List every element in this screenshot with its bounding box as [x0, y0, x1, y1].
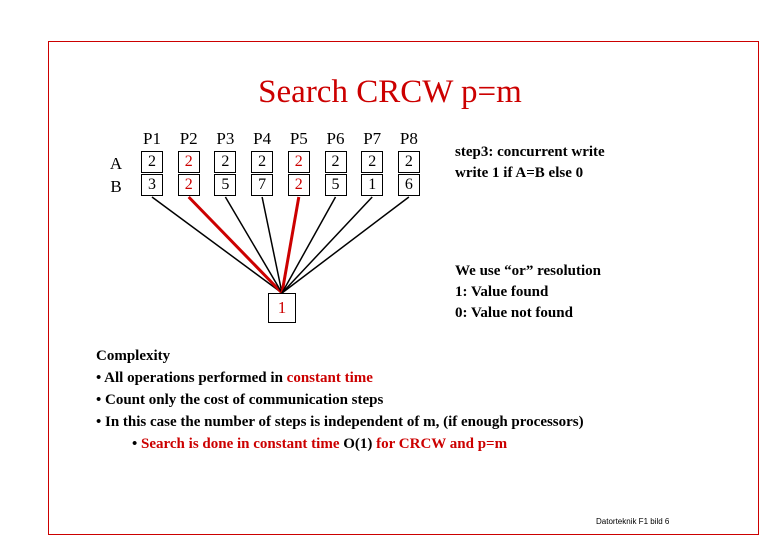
cell-a: 2	[361, 151, 384, 173]
cell-b: 7	[251, 174, 274, 196]
cell-b: 2	[177, 174, 200, 196]
resolution-line: 1: Value found	[455, 284, 549, 300]
write-line	[281, 196, 373, 294]
complexity-text: • All operations performed in	[96, 370, 287, 386]
cell-a: 2	[177, 151, 200, 173]
resolution-line: We use “or” resolution	[455, 263, 601, 279]
write-line	[224, 196, 283, 294]
complexity-heading: Complexity	[96, 348, 171, 364]
row-label-a: A	[109, 154, 123, 173]
complexity-highlight: Search is done in constant time	[141, 436, 344, 452]
processor-label: P8	[399, 129, 418, 148]
step-line: write 1 if A=B else 0	[455, 165, 584, 181]
complexity-bullet: •	[132, 436, 142, 452]
row-label-b: B	[110, 177, 122, 196]
write-line	[281, 196, 337, 294]
complexity-text: O(1)	[343, 436, 373, 452]
cell-a: 2	[397, 151, 420, 173]
cell-b: 2	[287, 174, 310, 196]
slide-frame	[48, 41, 759, 535]
processor-label: P3	[216, 129, 235, 148]
write-line	[151, 196, 283, 294]
complexity-line: • Count only the cost of communication s…	[96, 392, 384, 408]
write-line-active	[280, 196, 301, 294]
complexity-conclusion: • Search is done in constant time O(1) f…	[96, 433, 584, 455]
write-line-active	[187, 195, 284, 295]
step-line: step3: concurrent write	[455, 144, 605, 160]
write-line	[261, 196, 283, 294]
step-note: step3: concurrent write write 1 if A=B e…	[455, 142, 605, 184]
processor-label: P7	[363, 129, 382, 148]
cell-a: 2	[214, 151, 237, 173]
cell-a: 2	[324, 151, 347, 173]
cell-b: 5	[324, 174, 347, 196]
cell-b: 1	[361, 174, 384, 196]
slide-title: Search CRCW p=m	[258, 74, 522, 110]
complexity-line: • In this case the number of steps is in…	[96, 414, 584, 430]
processor-label: P6	[326, 129, 345, 148]
complexity-highlight: constant time	[286, 370, 373, 386]
write-line	[281, 196, 410, 294]
complexity-highlight: for CRCW and p=m	[372, 436, 508, 452]
complexity-line: • All operations performed in constant t…	[96, 367, 584, 389]
cell-b: 5	[214, 174, 237, 196]
cell-a: 2	[287, 151, 310, 173]
processor-label: P5	[289, 129, 308, 148]
cell-a: 2	[251, 151, 274, 173]
cell-b: 3	[141, 174, 163, 196]
result-cell: 1	[268, 293, 296, 323]
cell-a: 2	[141, 151, 163, 173]
cell-b: 6	[397, 174, 420, 196]
resolution-line: 0: Value not found	[455, 305, 573, 321]
complexity-section: Complexity • All operations performed in…	[96, 345, 584, 455]
processor-label: P4	[253, 129, 272, 148]
processor-label: P2	[179, 129, 198, 148]
processor-label: P1	[143, 129, 161, 148]
resolution-note: We use “or” resolution 1: Value found 0:…	[455, 261, 601, 324]
slide-footer: Datorteknik F1 bild 6	[596, 517, 670, 526]
